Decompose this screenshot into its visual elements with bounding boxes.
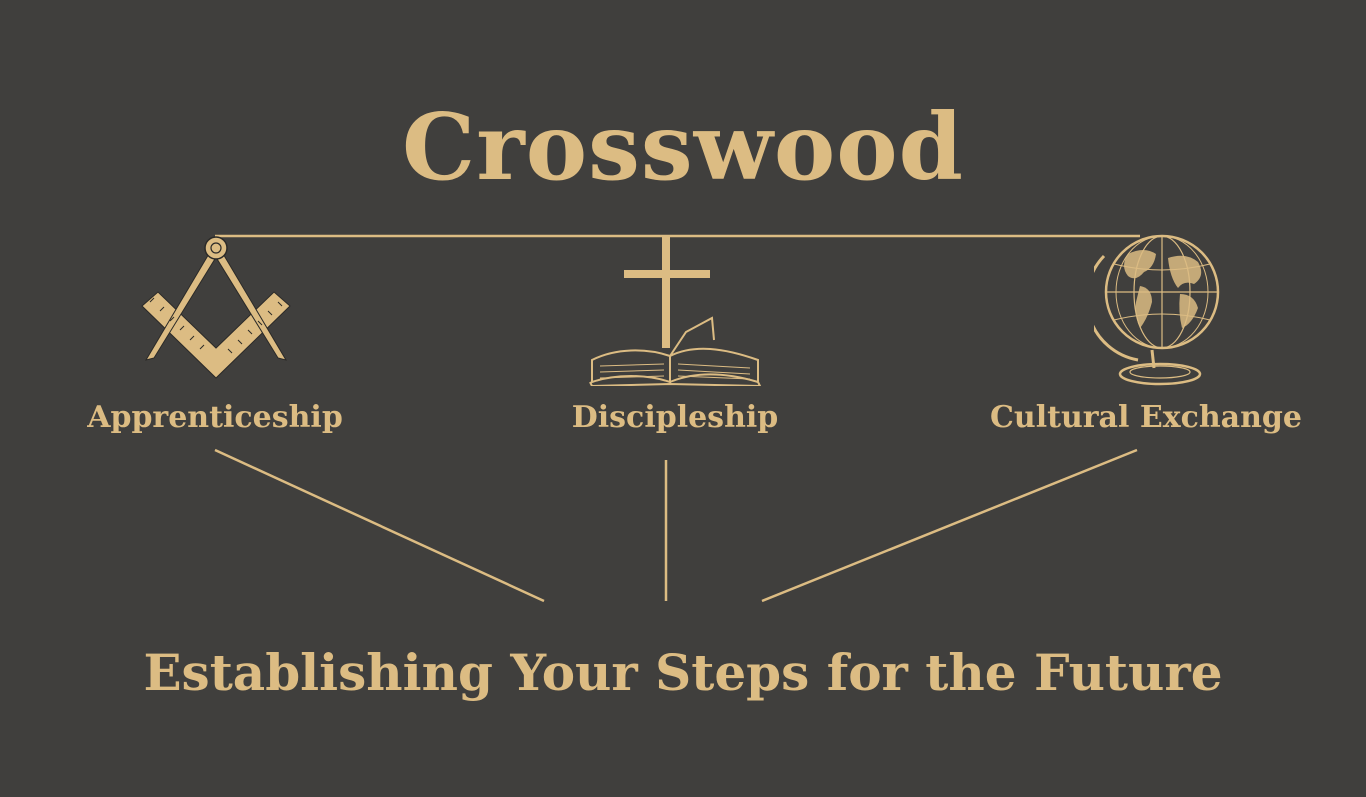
branch-label-cultural-exchange: Cultural Exchange [990, 400, 1302, 435]
branch-label-apprenticeship: Apprenticeship [87, 400, 343, 435]
connector-left [214, 448, 545, 603]
cross-and-open-book-icon [589, 236, 762, 386]
branch-label-discipleship: Discipleship [571, 400, 779, 435]
page-title: Crosswood [402, 93, 964, 201]
connector-right [761, 448, 1138, 603]
tagline: Establishing Your Steps for the Future [143, 643, 1223, 702]
globe-icon [1094, 234, 1220, 386]
compass-and-square-icon [141, 236, 291, 379]
